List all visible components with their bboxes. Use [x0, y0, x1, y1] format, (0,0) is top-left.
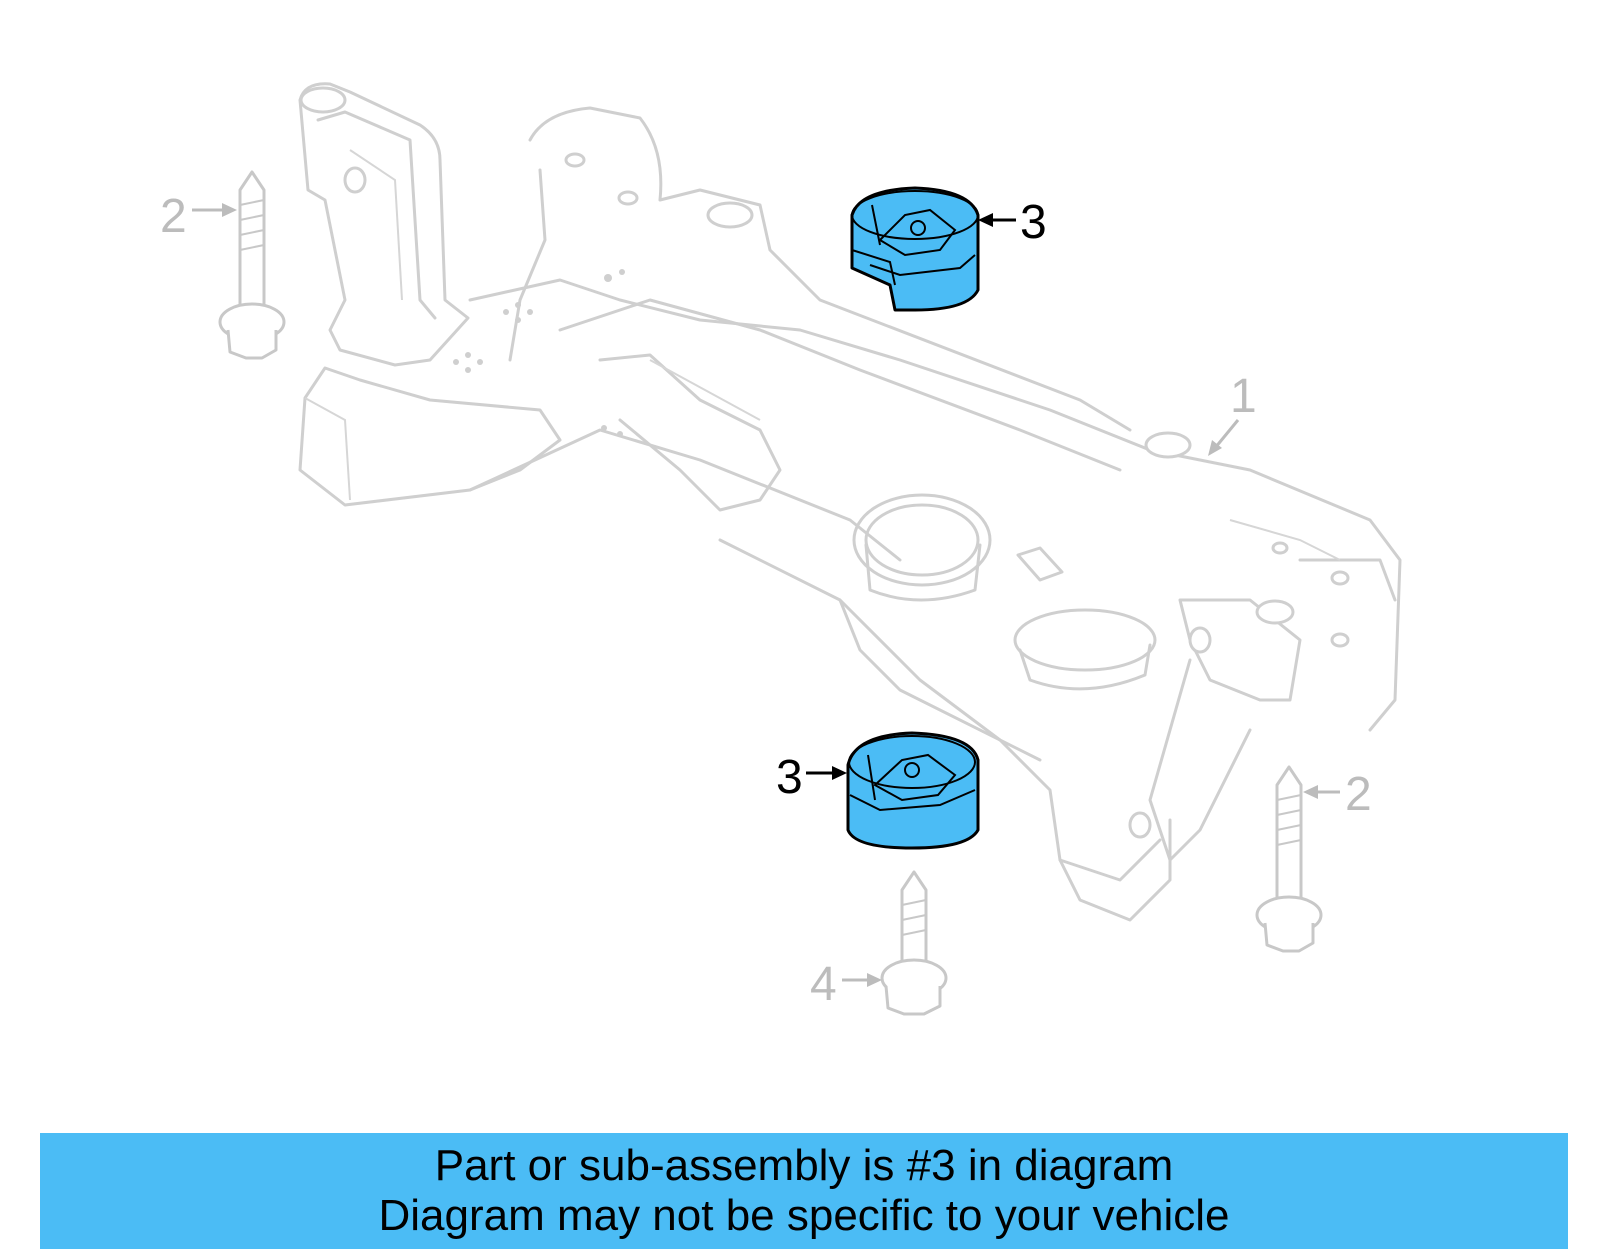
callout-1: 1 [1208, 370, 1257, 456]
callout-2-left: 2 [160, 190, 237, 243]
bolt-right [1255, 765, 1323, 953]
caption-line-part: Part or sub-assembly is #3 in diagram [434, 1141, 1174, 1190]
callout-3-top: 3 [978, 196, 1047, 249]
bolt-front [880, 870, 948, 1016]
mount-bottom [846, 731, 980, 850]
caption-line-disclaimer: Diagram may not be specific to your vehi… [378, 1191, 1230, 1240]
callout-3-bottom: 3 [776, 751, 847, 804]
svg-text:4: 4 [810, 958, 837, 1011]
bolt-left [218, 170, 286, 360]
svg-text:1: 1 [1230, 370, 1257, 423]
subframe-outline [298, 82, 1402, 922]
callout-4: 4 [810, 958, 882, 1011]
svg-text:3: 3 [776, 751, 803, 804]
callout-2-right: 2 [1303, 768, 1372, 821]
mount-top [850, 186, 980, 312]
caption-banner: Part or sub-assembly is #3 in diagram Di… [40, 1133, 1568, 1249]
svg-text:2: 2 [1345, 768, 1372, 821]
svg-text:2: 2 [160, 190, 187, 243]
svg-text:3: 3 [1020, 196, 1047, 249]
